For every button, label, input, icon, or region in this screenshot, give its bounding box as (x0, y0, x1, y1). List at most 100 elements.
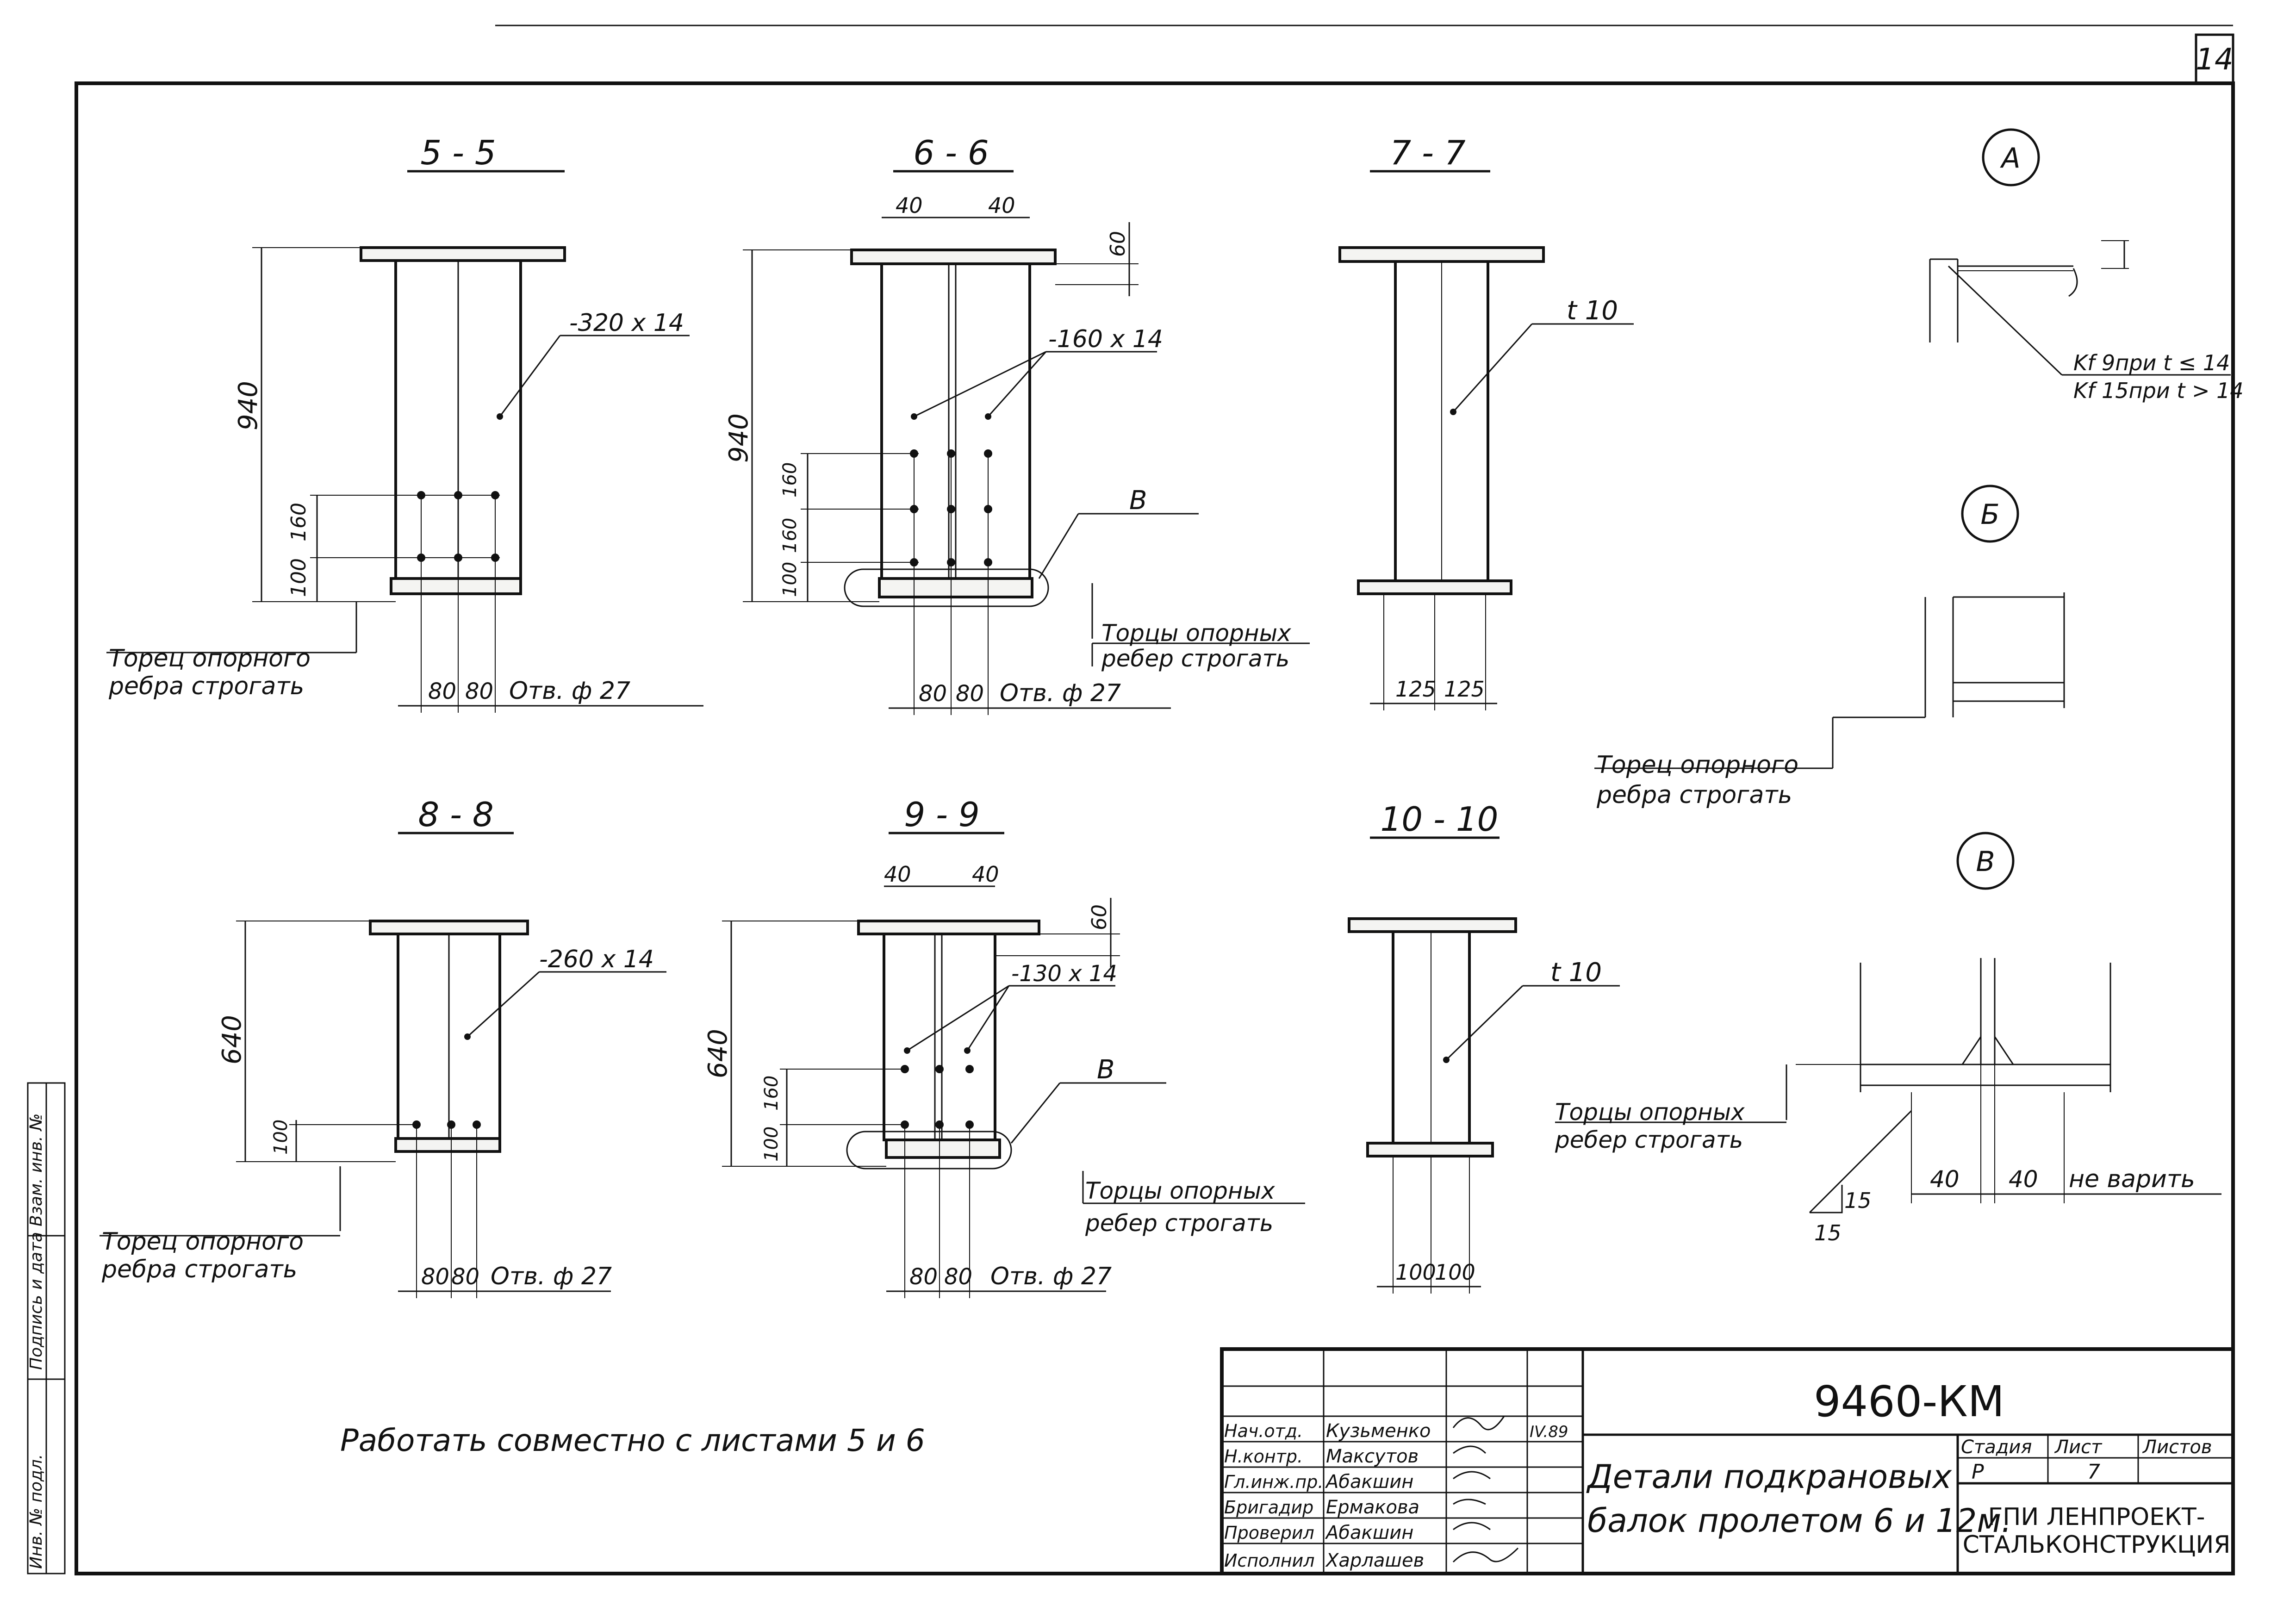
description-line-1: Детали подкрановых (1586, 1458, 1952, 1496)
dim-40a: 40 (884, 862, 911, 887)
section-title: 7 - 7 (1390, 133, 1466, 172)
role-1: Нач.отд. (1224, 1421, 1303, 1441)
section-title: 6 - 6 (913, 133, 989, 172)
plate-size: -130 x 14 (1011, 961, 1117, 987)
top-flange (360, 246, 566, 262)
dim-40a: 40 (896, 193, 923, 218)
stamp-sign-field: Подпись и дата (27, 1232, 46, 1370)
role-4: Бригадир (1224, 1497, 1313, 1518)
top-flange (850, 249, 1057, 265)
section-5-5: 5 - 5 940 160 100 80 80 Отв. ф 27 -320 x… (106, 133, 703, 713)
dim-100: 100 (270, 1120, 292, 1155)
stage-header: Стадия (1961, 1437, 2032, 1458)
name-2: Максутов (1326, 1446, 1419, 1467)
weld-note-1: Kf 9при t ≤ 14 (2073, 350, 2230, 375)
end-note-2: ребер строгать (1085, 1210, 1273, 1237)
detail-a: А Kf 9при t ≤ 14 Kf 15при t > 14 (1929, 128, 2244, 403)
top-flange (857, 920, 1040, 935)
weld-note-2: Kf 15при t > 14 (2073, 378, 2244, 403)
end-note-1: Торцы опорных (1085, 1177, 1275, 1204)
dim-100a: 100 (1395, 1260, 1436, 1285)
no-weld-note: не варить (2069, 1165, 2195, 1193)
bottom-end (878, 577, 1033, 598)
hole-note: Отв. ф 27 (990, 1263, 1112, 1290)
sheets-header: Листов (2142, 1437, 2212, 1458)
detail-label: В (1976, 846, 1995, 878)
end-note-1: Торцы опорных (1555, 1099, 1745, 1126)
sheet-number: 14 (2196, 43, 2233, 77)
dim-125b: 125 (1444, 677, 1485, 702)
end-note-2: ребра строгать (1596, 781, 1792, 809)
sheet-number-box (2195, 33, 2234, 85)
dim-80a: 80 (428, 678, 456, 704)
support-ribs (883, 933, 996, 1141)
section-10-10: 10 - 10 100 100 t 10 (1348, 800, 1620, 1294)
description-line-2: балок пролетом 6 и 12м. (1587, 1502, 2011, 1540)
stamp-inv-field: Инв. № подл. (27, 1454, 46, 1569)
dim-100b: 100 (1435, 1260, 1475, 1285)
dim-80b: 80 (465, 678, 493, 704)
dim-40b: 40 (2009, 1166, 2038, 1193)
role-2: Н.контр. (1224, 1446, 1303, 1467)
dim-125a: 125 (1395, 677, 1436, 702)
detail-v: В Торцы опорных ребер строгать 40 40 не … (1555, 832, 2221, 1245)
role-3: Гл.инж.пр. (1224, 1472, 1323, 1492)
dim-height: 640 (217, 1015, 247, 1064)
signatures (1452, 1416, 1519, 1563)
title-block: Нач.отд. Кузьменко IV.89 Н.контр. Максут… (1220, 1347, 2235, 1575)
name-6: Харлашев (1325, 1550, 1424, 1571)
top-flange (1338, 246, 1545, 263)
section-title: 5 - 5 (420, 133, 496, 172)
slope-v: 15 (1844, 1188, 1872, 1213)
end-note-1: Торцы опорных (1101, 620, 1291, 647)
name-1: Кузьменко (1326, 1420, 1431, 1442)
section-title: 9 - 9 (904, 795, 979, 834)
role-6: Исполнил (1224, 1550, 1315, 1571)
section-9-9: 9 - 9 40 40 60 640 160 100 80 80 Отв. ф … (703, 795, 1305, 1298)
dim-height: 940 (233, 381, 263, 430)
top-flange (1348, 917, 1517, 933)
bottom-end (394, 1137, 501, 1153)
dim-100: 100 (779, 562, 801, 597)
detail-label: Б (1980, 498, 1999, 531)
drawing-code: 9460-КМ (1814, 1377, 2004, 1426)
drawing-frame (75, 81, 2235, 1575)
end-note-2: ребра строгать (108, 672, 304, 700)
dim-80b: 80 (451, 1264, 479, 1290)
section-title: 10 - 10 (1381, 800, 1499, 839)
plate-size: -160 x 14 (1048, 325, 1163, 353)
web-thickness: t 10 (1567, 296, 1618, 326)
callout-label: В (1129, 485, 1147, 516)
name-5: Абакшин (1325, 1522, 1413, 1543)
section-8-8: 8 - 8 640 100 80 80 Отв. ф 27 -260 x 14 … (100, 795, 666, 1298)
date-1: IV.89 (1530, 1423, 1568, 1441)
dim-160: 160 (287, 503, 311, 541)
end-note-2: ребер строгать (1101, 645, 1289, 672)
name-3: Абакшин (1325, 1471, 1413, 1493)
dim-80a: 80 (909, 1264, 938, 1290)
role-5: Проверил (1224, 1523, 1314, 1543)
dim-160a: 160 (779, 462, 801, 498)
bottom-flange (1357, 579, 1512, 595)
sheet-value: 7 (2087, 1460, 2100, 1484)
section-7-7: 7 - 7 125 125 t 10 (1338, 133, 1634, 710)
top-flange (369, 920, 529, 935)
hole-note: Отв. ф 27 (491, 1263, 612, 1290)
dim-100: 100 (761, 1126, 782, 1162)
end-note-2: ребер строгать (1555, 1126, 1743, 1153)
stage-value: Р (1972, 1460, 1984, 1484)
dim-60: 60 (1088, 904, 1111, 930)
name-4: Ермакова (1326, 1497, 1419, 1518)
bottom-end (390, 577, 522, 595)
dim-80a: 80 (919, 681, 947, 707)
side-stamp: Инв. № подл. Подпись и дата Взам. инв. № (27, 1082, 66, 1574)
end-note-1: Торец опорного (102, 1228, 304, 1256)
section-6-6: 6 - 6 40 40 60 940 160 160 100 (724, 133, 1310, 715)
dim-height: 940 (724, 413, 754, 463)
dim-80a: 80 (421, 1264, 449, 1290)
dim-160: 160 (761, 1076, 782, 1111)
bottom-end (885, 1139, 1001, 1159)
org-line-2: СТАЛЬКОНСТРУКЦИЯ (1963, 1531, 2231, 1559)
general-note: Работать совместно с листами 5 и 6 (340, 1423, 925, 1458)
